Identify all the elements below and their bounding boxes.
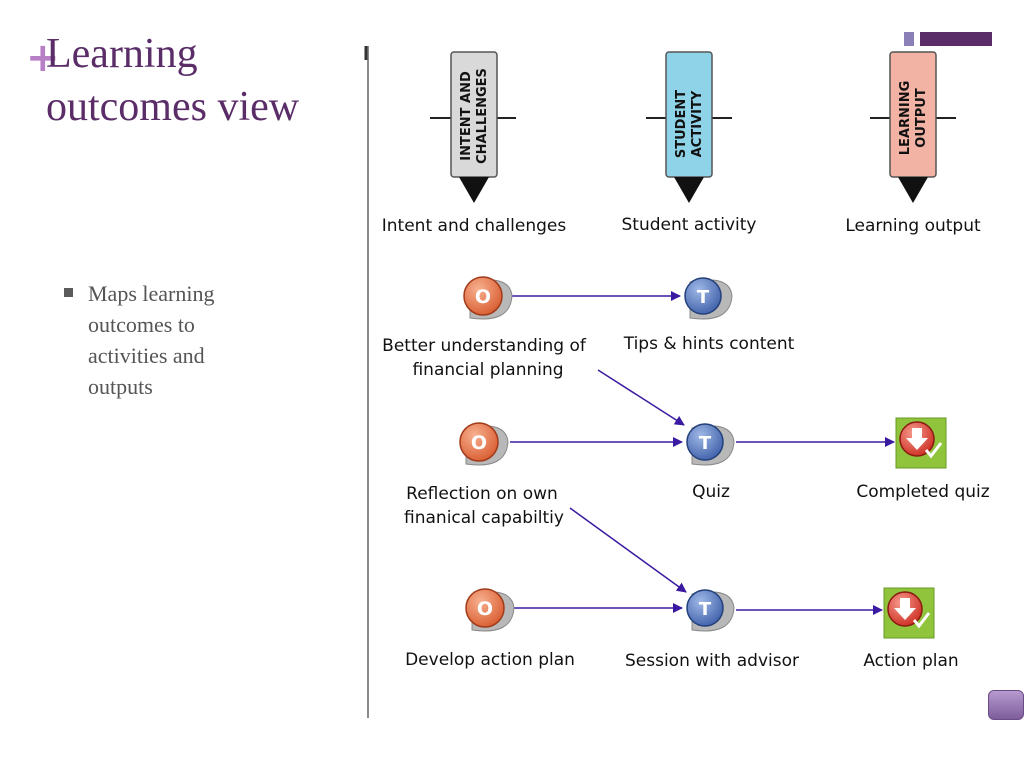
title-line-2: outcomes view	[46, 84, 300, 130]
intent-label-line-1: Better understanding of	[382, 336, 587, 356]
down-arrow-glyph-icon	[894, 598, 916, 620]
activity-circle-icon	[686, 423, 724, 461]
output-node: Completed quiz	[856, 417, 990, 502]
checkmark-icon	[912, 612, 931, 629]
header-down-arrow-icon	[674, 177, 704, 203]
intent-icon-letter: O	[471, 432, 487, 454]
bullet-line: Maps learning	[88, 281, 215, 306]
header-down-arrow-icon	[898, 177, 928, 203]
output-label: Action plan	[863, 651, 958, 671]
intent-label-line-1: Reflection on own	[406, 484, 558, 504]
header-label-line-2: OUTPUT	[914, 88, 929, 148]
header-label-line-1: INTENT AND	[459, 71, 474, 161]
header-student-activity: STUDENT ACTIVITY Student activity	[622, 51, 757, 235]
square-bullet-icon	[64, 288, 73, 297]
intent-circle-icon	[465, 588, 505, 628]
activity-icon-letter: T	[699, 433, 712, 454]
slide-title: Learning outcomes view	[46, 28, 376, 134]
bullet-line: outcomes to	[88, 312, 195, 337]
header-down-arrow-icon	[459, 177, 489, 203]
connector-intent2-session	[569, 507, 687, 593]
checkmark-icon	[924, 442, 943, 459]
bullet-line: outputs	[88, 374, 153, 399]
activity-label: Tips & hints content	[623, 334, 795, 354]
output-node: Action plan	[863, 587, 959, 671]
header-box	[450, 51, 498, 178]
intent-node: O Reflection on own finanical capabiltiy	[404, 422, 564, 528]
plus-icon: +	[26, 35, 60, 81]
intent-label-line-2: financial planning	[412, 360, 563, 380]
slide-nav-button[interactable]	[988, 690, 1024, 720]
activity-label: Quiz	[692, 482, 730, 502]
header-label-line-2: ACTIVITY	[690, 90, 705, 157]
activity-circle-icon	[684, 277, 722, 315]
intent-node: O Develop action plan	[405, 588, 575, 670]
header-caption: Intent and challenges	[382, 216, 567, 236]
header-box	[665, 51, 713, 178]
header-intent-and-challenges: INTENT AND CHALLENGES Intent and challen…	[382, 51, 567, 236]
intent-circle-icon	[463, 276, 503, 316]
decor-bar-large	[920, 32, 992, 46]
connectors	[510, 291, 895, 615]
header-label-line-2: CHALLENGES	[475, 68, 490, 164]
activity-icon-letter: T	[699, 599, 712, 620]
intent-label-line-2: finanical capabiltiy	[404, 508, 564, 528]
title-line-1: Learning	[46, 31, 198, 77]
activity-node: T Quiz	[686, 423, 735, 502]
header-caption: Learning output	[845, 216, 981, 236]
output-label: Completed quiz	[856, 482, 989, 502]
header-caption: Student activity	[622, 215, 757, 235]
connector-intent1-quiz	[597, 369, 685, 426]
intent-icon-letter: O	[477, 598, 493, 620]
header-box	[889, 51, 937, 178]
header-learning-output: LEARNING OUTPUT Learning output	[845, 51, 981, 236]
activity-circle-icon	[686, 589, 724, 627]
intent-icon-letter: O	[475, 286, 491, 308]
intent-label-line-1: Develop action plan	[405, 650, 575, 670]
decor-bar-small	[904, 32, 914, 46]
intent-circle-icon	[459, 422, 499, 462]
header-label-line-1: STUDENT	[674, 90, 689, 158]
activity-node: T Session with advisor	[625, 589, 799, 671]
header-label-line-1: LEARNING	[898, 81, 913, 156]
activity-label: Session with advisor	[625, 651, 799, 671]
bullet-line: activities and	[88, 343, 205, 368]
intent-node: O Better understanding of financial plan…	[382, 276, 587, 380]
bullet-text: Maps learning outcomes to activities and…	[88, 278, 328, 402]
activity-icon-letter: T	[697, 287, 710, 308]
down-arrow-glyph-icon	[906, 428, 928, 450]
activity-node: T Tips & hints content	[623, 277, 795, 354]
